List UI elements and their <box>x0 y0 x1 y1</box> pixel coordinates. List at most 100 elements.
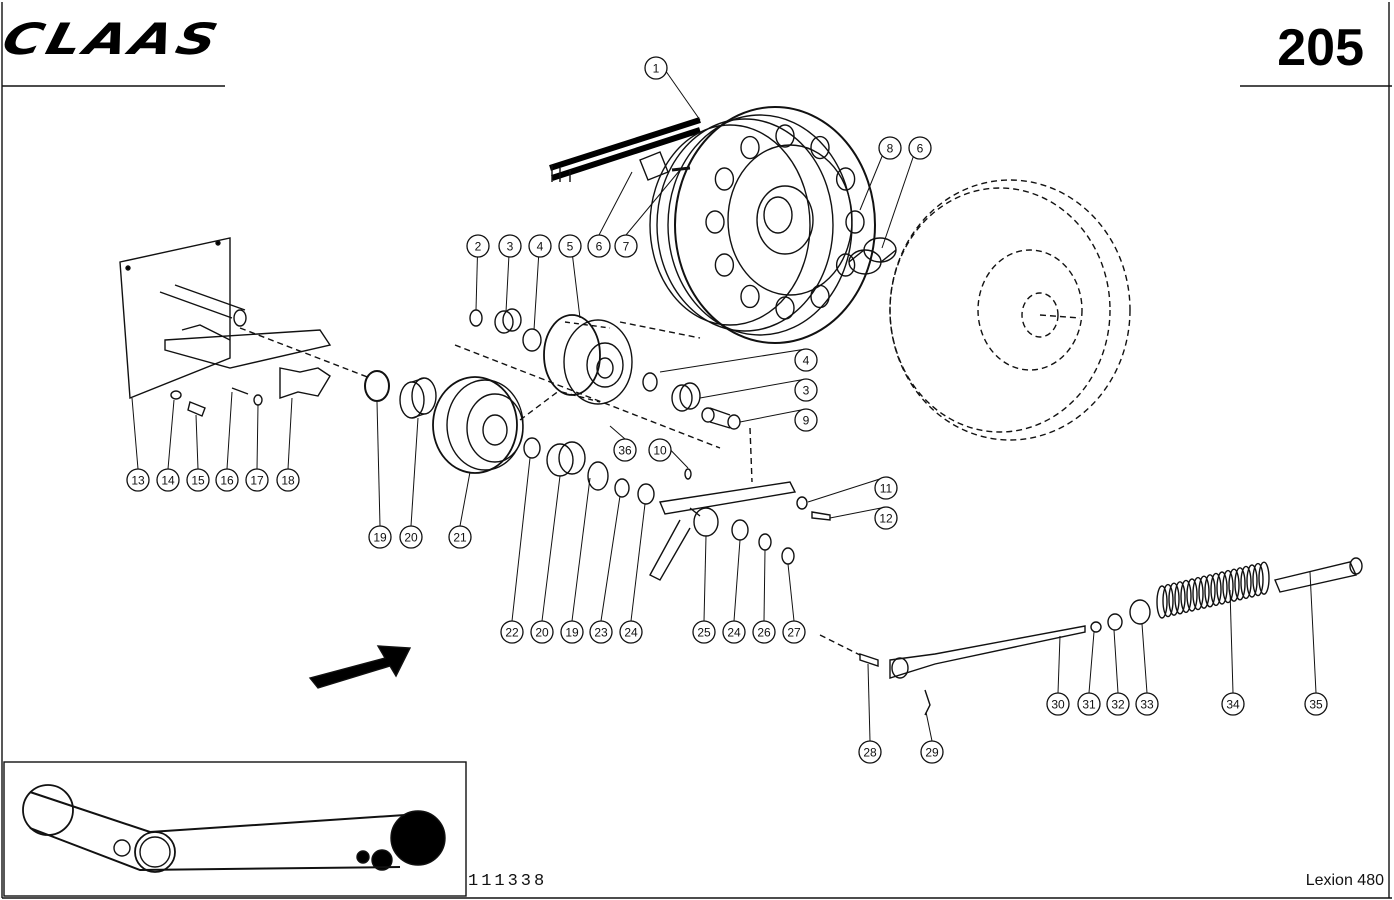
callout-circle <box>528 234 552 258</box>
leader-line <box>763 549 766 622</box>
spring-coil <box>1198 575 1210 609</box>
callout-number: 36 <box>618 444 632 458</box>
callout-circle <box>1077 692 1101 716</box>
callout-number: 20 <box>404 531 418 545</box>
callout-number: 22 <box>505 626 519 640</box>
bearings-and-rings <box>469 308 831 565</box>
callout-25: 25 <box>692 620 716 644</box>
leader-line <box>131 397 139 470</box>
callout-24: 24 <box>722 620 746 644</box>
leader-line <box>1229 589 1234 694</box>
callout-circle <box>1046 692 1070 716</box>
callout-26: 26 <box>752 620 776 644</box>
pulley-hole <box>810 284 830 309</box>
callout-number: 25 <box>697 626 711 640</box>
callout-9: 9 <box>794 408 818 432</box>
callout-circle <box>215 468 239 492</box>
callout-number: 17 <box>250 474 264 488</box>
tension-pulley-5 <box>543 314 633 405</box>
callout-30: 30 <box>1046 692 1070 716</box>
callout-circle <box>794 378 818 402</box>
callout-number: 28 <box>863 746 877 760</box>
callout-24: 24 <box>619 620 643 644</box>
spring-coil <box>1216 571 1228 605</box>
callout-leaders <box>131 56 1317 742</box>
spring-coil <box>1252 562 1264 597</box>
callout-circle <box>368 525 392 549</box>
leader-line <box>1113 629 1119 694</box>
callout-number: 21 <box>453 531 467 545</box>
leader-line <box>733 539 741 622</box>
leader-line <box>287 397 293 470</box>
callout-circle <box>156 468 180 492</box>
pulley-hole <box>740 135 760 160</box>
pulley-hole <box>714 253 735 277</box>
tension-arm-25 <box>649 481 797 581</box>
callout-circle <box>613 438 637 462</box>
callout-19: 19 <box>560 620 584 644</box>
spring-coil <box>1180 579 1192 614</box>
callout-number: 14 <box>161 474 175 488</box>
callout-circle <box>448 525 472 549</box>
callout-12: 12 <box>874 506 898 530</box>
callout-circle <box>782 620 806 644</box>
callout-circle <box>560 620 584 644</box>
callout-31: 31 <box>1077 692 1101 716</box>
callout-29: 29 <box>920 740 944 764</box>
callout-circle <box>908 136 932 160</box>
leader-line <box>609 425 626 440</box>
callout-3: 3 <box>794 378 818 402</box>
callout-number: 8 <box>887 142 894 156</box>
callout-2: 2 <box>466 234 490 258</box>
leader-line <box>598 171 633 236</box>
callout-number: 20 <box>535 626 549 640</box>
callout-number: 3 <box>803 384 810 398</box>
leader-line <box>699 378 807 399</box>
callout-circle <box>874 476 898 500</box>
spring-coil <box>1258 561 1270 595</box>
callout-17: 17 <box>245 468 269 492</box>
callout-number: 24 <box>727 626 741 640</box>
pulley-hole <box>714 167 735 191</box>
leader-line <box>925 711 933 742</box>
callout-number: 31 <box>1082 698 1096 712</box>
spring-rod-assembly <box>859 557 1363 716</box>
callout-33: 33 <box>1135 692 1159 716</box>
spring-coil <box>1186 578 1198 612</box>
leader-line <box>226 391 233 470</box>
callout-circle <box>794 348 818 372</box>
callout-circle <box>858 740 882 764</box>
callout-number: 11 <box>880 482 893 496</box>
callout-circle <box>614 234 638 258</box>
spring-coil <box>1192 576 1204 611</box>
callout-4: 4 <box>528 234 552 258</box>
callout-number: 16 <box>220 474 234 488</box>
callout-number: 15 <box>191 474 205 488</box>
page-number: 205 <box>1277 19 1364 77</box>
callout-4: 4 <box>794 348 818 372</box>
leader-line <box>1057 635 1061 694</box>
leader-line <box>1141 623 1148 694</box>
callout-circle <box>589 620 613 644</box>
spring-coil <box>1228 568 1240 602</box>
leader-line <box>625 169 681 236</box>
callout-23: 23 <box>589 620 613 644</box>
hardware-parts <box>170 370 437 419</box>
leader-line <box>829 506 887 519</box>
callout-number: 19 <box>565 626 579 640</box>
leader-line <box>1309 571 1317 694</box>
callout-20: 20 <box>399 525 423 549</box>
leader-line <box>1088 631 1095 694</box>
callout-28: 28 <box>858 740 882 764</box>
callout-number: 32 <box>1111 698 1125 712</box>
callout-6: 6 <box>908 136 932 160</box>
pulley-hole <box>775 124 795 148</box>
leader-line <box>659 348 807 373</box>
spring-coil <box>1204 574 1216 608</box>
belt-layout-inset <box>22 784 446 873</box>
leader-line <box>787 563 795 622</box>
callout-5: 5 <box>558 234 582 258</box>
direction-arrow <box>308 645 412 689</box>
